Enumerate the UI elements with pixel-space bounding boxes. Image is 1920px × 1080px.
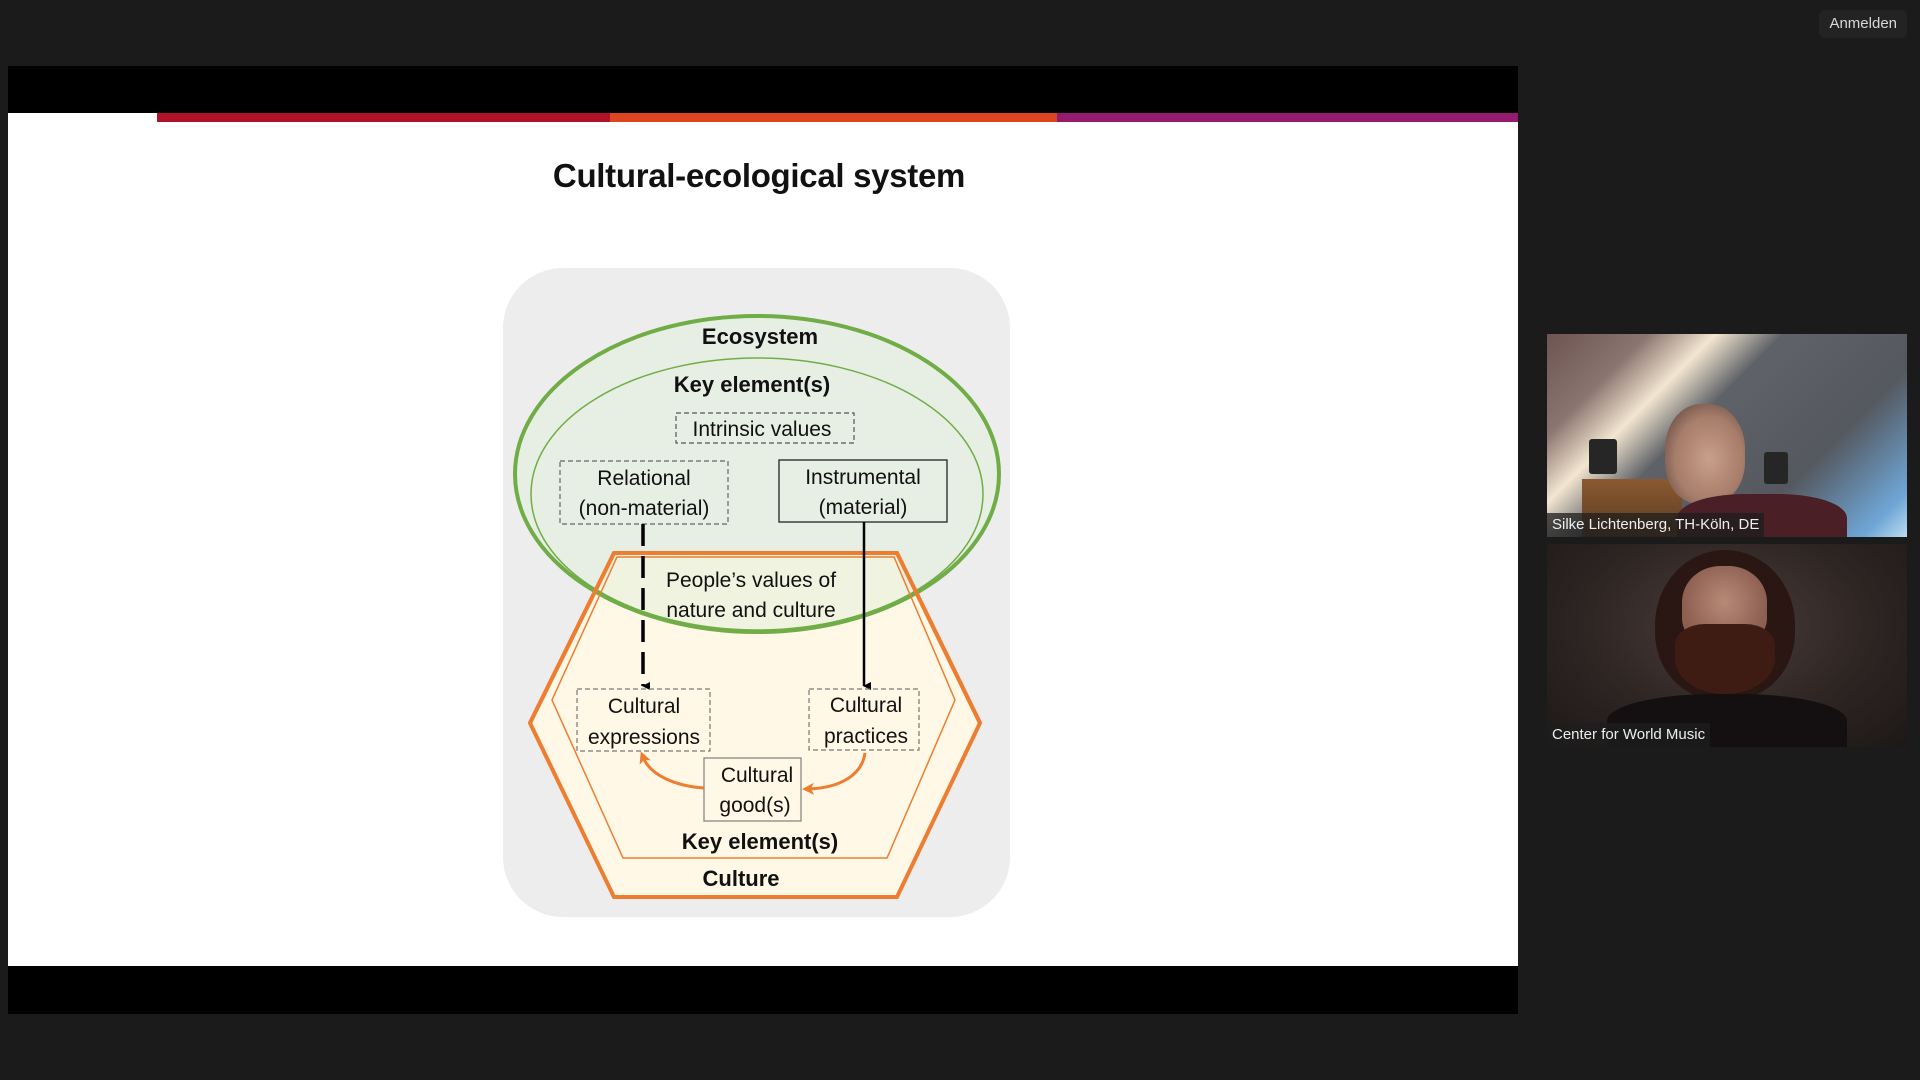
- intrinsic-values-box: [675, 412, 855, 444]
- cultural-expressions-box: [576, 688, 711, 752]
- culture-key-elements-hexagon: [551, 556, 956, 859]
- accent-bar-red: [157, 113, 610, 122]
- cultural-goods-label-2: good(s): [719, 794, 790, 817]
- video-feed: [1547, 334, 1907, 537]
- cultural-goods-box: [703, 757, 802, 822]
- participant-video-tile[interactable]: Silke Lichtenberg, TH-Köln, DE: [1547, 334, 1907, 537]
- cultural-practices-label-1: Cultural: [830, 694, 902, 717]
- peoples-values-label-1: People’s values of: [666, 569, 836, 592]
- instrumental-label-2: (material): [819, 496, 908, 519]
- practices-to-goods-arrow: [802, 752, 867, 795]
- cultural-practices-label-2: practices: [824, 725, 908, 748]
- participant-name: Silke Lichtenberg, TH-Köln, DE: [1547, 513, 1765, 537]
- slide-title: Cultural-ecological system: [552, 157, 966, 194]
- accent-bar-purple: [1057, 113, 1518, 122]
- cultural-practices-box: [808, 688, 920, 751]
- person-beard: [1675, 624, 1775, 694]
- ecosystem-key-elements-ellipse: [530, 357, 984, 631]
- relational-label-1: Relational: [597, 467, 690, 490]
- intrinsic-values-label: Intrinsic values: [693, 418, 832, 441]
- person-head: [1665, 404, 1745, 504]
- sign-in-button[interactable]: Anmelden: [1819, 10, 1907, 38]
- culture-key-elements-label: Key element(s): [682, 829, 839, 854]
- relational-label-2: (non-material): [579, 497, 710, 520]
- culture-label: Culture: [703, 866, 780, 891]
- cultural-expressions-label-2: expressions: [588, 726, 700, 749]
- accent-bar-orange: [610, 113, 1057, 122]
- video-feed: [1547, 544, 1907, 747]
- speaker-right: [1764, 452, 1788, 484]
- culture-hexagon-top-edge: [528, 551, 982, 724]
- cultural-expressions-label-1: Cultural: [608, 695, 680, 718]
- speaker-left: [1589, 439, 1617, 474]
- ecosystem-key-elements-label: Key element(s): [674, 372, 831, 397]
- participant-video-tile[interactable]: Center for World Music: [1547, 544, 1907, 747]
- participant-name: Center for World Music: [1547, 723, 1711, 747]
- cultural-goods-label-1: Cultural: [721, 764, 793, 787]
- ecosystem-label: Ecosystem: [702, 324, 818, 349]
- peoples-values-label-2: nature and culture: [666, 599, 835, 622]
- goods-to-expressions-arrow: [639, 751, 705, 790]
- instrumental-label-1: Instrumental: [805, 466, 921, 489]
